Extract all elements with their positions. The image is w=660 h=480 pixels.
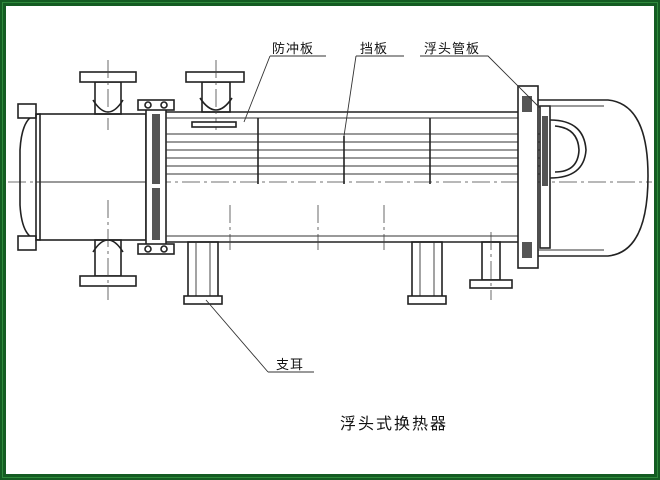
left-channel-flange-top [17,103,37,119]
left-channel-cover [19,113,41,241]
label-floating-head-tubesheet: 浮头管板 [424,42,481,57]
shell-cover-flange [517,85,539,269]
channel-outlet-nozzle [79,200,137,300]
fixed-tubesheet [137,99,175,255]
impingement-plate [191,121,237,128]
channel-inlet-nozzle [79,60,137,130]
label-baffle: 挡板 [360,42,389,57]
left-channel-flange-bottom [17,235,37,251]
floating-head-tubesheet [539,105,587,249]
diagram-caption: 浮头式换热器 [340,414,449,433]
shell-cover [538,99,649,257]
leader-lines [205,55,541,373]
label-support: 支耳 [276,358,305,373]
tube-bundle [166,133,540,175]
right-support [407,241,447,305]
shell-inlet-nozzle [185,60,245,130]
left-support [183,241,223,305]
baffles [229,118,431,250]
channel-box [35,113,147,241]
shell-outlet-nozzle [469,232,513,300]
label-impingement-plate: 防冲板 [272,42,315,57]
shell [166,111,528,243]
